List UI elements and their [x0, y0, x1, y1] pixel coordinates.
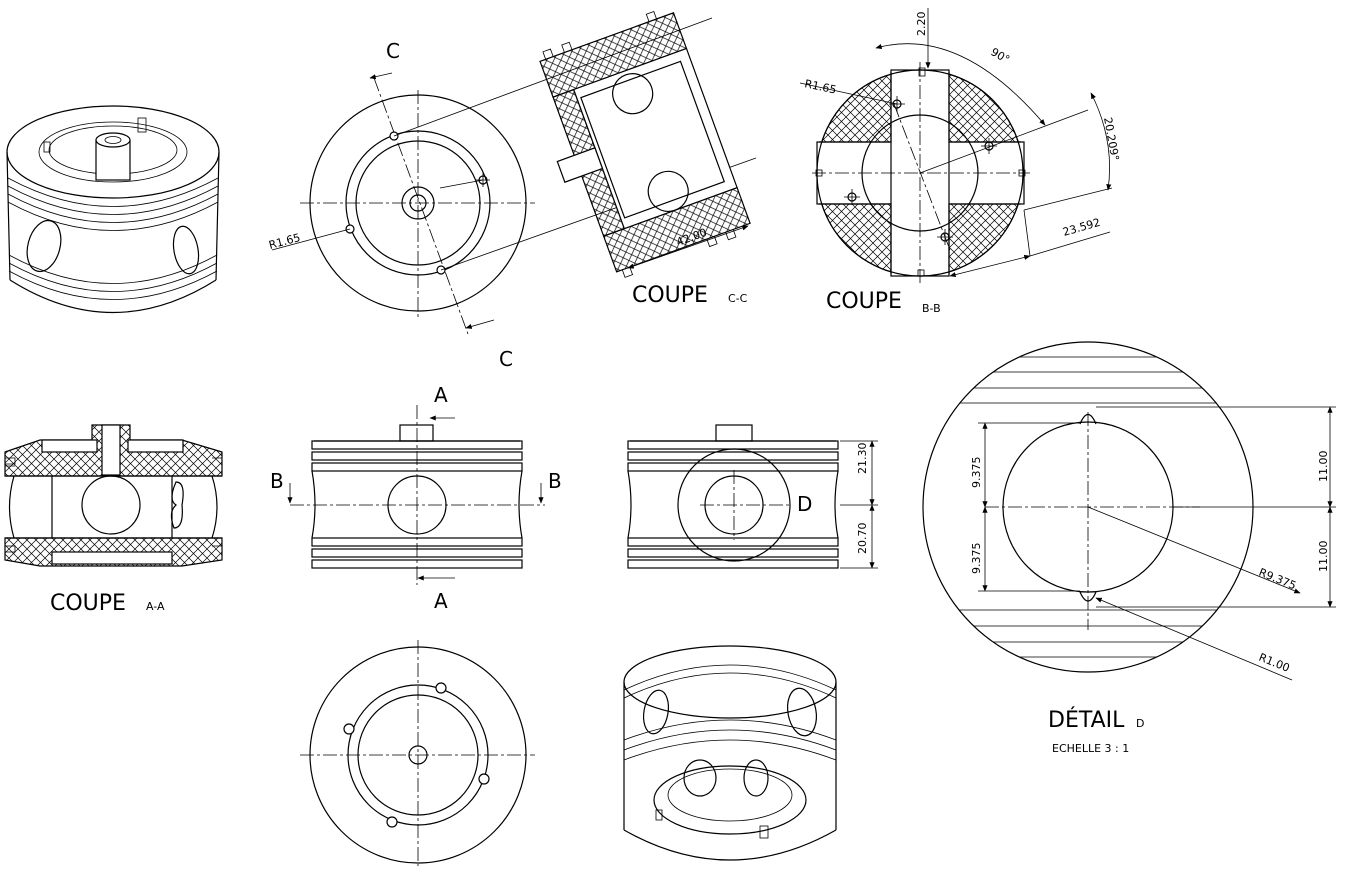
- title-coupe-bb: COUPE: [826, 289, 902, 314]
- detail-view-d: [922, 341, 1336, 681]
- title-detail-d-sub: D: [1136, 717, 1144, 730]
- detail-scale: ECHELLE 3 : 1: [1052, 742, 1129, 755]
- dim-r100: R1.00: [1257, 651, 1292, 675]
- dim-220: 2.20: [915, 12, 928, 37]
- dim-r9375: R9.375: [1257, 566, 1298, 593]
- title-detail-d: DÉTAIL: [1048, 707, 1125, 733]
- isometric-view-top: [6, 105, 220, 314]
- section-view-cc: [539, 10, 751, 278]
- section-letter-c-bottom: C: [499, 347, 513, 371]
- dim-9375-top: 9.375: [970, 457, 983, 489]
- dim-angle-90: 90°: [989, 45, 1012, 66]
- dim-2070: 20.70: [856, 523, 869, 555]
- title-coupe-bb-sub: B-B: [922, 302, 941, 315]
- detail-letter-d: D: [797, 492, 812, 516]
- dim-2130: 21.30: [856, 443, 869, 475]
- section-letter-a-bottom: A: [434, 589, 448, 613]
- dim-23592: 23.592: [1061, 216, 1102, 239]
- section-letter-c-top: C: [386, 39, 400, 63]
- dim-line-42: [627, 225, 749, 269]
- bottom-view: [300, 640, 535, 866]
- front-view-top: [271, 17, 757, 335]
- section-letter-b-right: B: [548, 469, 562, 493]
- section-letter-b-left: B: [270, 469, 284, 493]
- dim-9375-bottom: 9.375: [970, 543, 983, 575]
- section-letter-a-top: A: [434, 383, 448, 407]
- dim-1100-bottom: 11.00: [1317, 541, 1330, 573]
- section-view-bb: [799, 8, 1113, 284]
- side-view-center: [287, 405, 545, 585]
- section-view-aa: [4, 424, 223, 567]
- side-view-right: [627, 424, 878, 569]
- isometric-view-bottom: [623, 645, 837, 861]
- title-coupe-aa: COUPE: [50, 591, 126, 616]
- title-coupe-cc: COUPE: [632, 283, 708, 308]
- title-coupe-cc-sub: C-C: [728, 292, 748, 305]
- dim-r165-front: R1.65: [267, 231, 301, 252]
- dim-r165-bb: R1.65: [803, 77, 837, 96]
- dim-1100-top: 11.00: [1317, 451, 1330, 483]
- title-coupe-aa-sub: A-A: [146, 600, 165, 613]
- dim-angle-20209: 20.209°: [1101, 116, 1121, 162]
